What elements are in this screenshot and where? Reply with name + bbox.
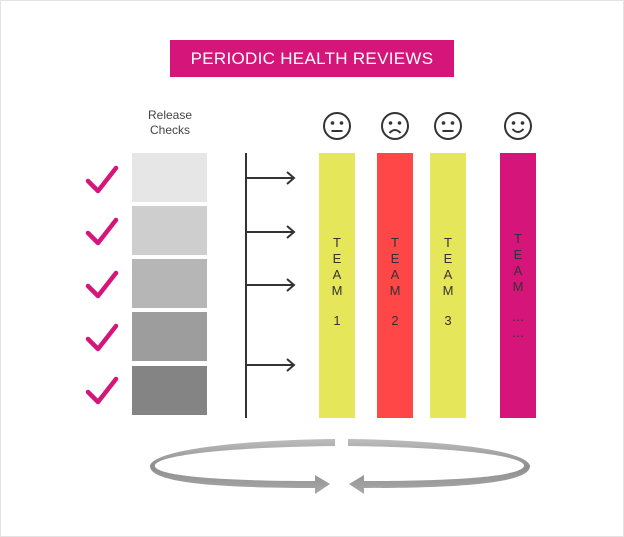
checkmark-icon [84,214,120,250]
team-label-letter: T [391,235,399,250]
team-label-letter: E [332,251,342,266]
arrow-right-icon [246,278,298,292]
release-check-block-1 [132,153,207,202]
release-check-block-5 [132,366,207,415]
neutral-face-icon [432,110,464,142]
team-label-gap [500,295,536,309]
team-label-letter: M [442,283,454,298]
release-check-block-3 [132,259,207,308]
page-title: PERIODIC HEALTH REVIEWS [170,40,454,77]
team-label-gap [377,299,413,313]
checkmark-icon [84,320,120,356]
release-check-block-4 [132,312,207,361]
happy-face-icon [502,110,534,142]
team-label-letter: A [332,267,342,282]
team-number: … [511,309,525,324]
team-label-letter: T [514,231,522,246]
team-label-letter: A [443,267,453,282]
team-label-letter: E [390,251,400,266]
checkmark-icon [84,267,120,303]
review-cycle-arrows [150,438,530,500]
team-label-letter: M [512,279,524,294]
team-number: 1 [333,313,341,328]
team-label-letter: T [444,235,452,250]
team-label-gap [430,299,466,313]
checkmark-icon [84,162,120,198]
neutral-face-icon [321,110,353,142]
team-label-letter: A [513,263,523,278]
team-number: 2 [391,313,399,328]
release-check-block-2 [132,206,207,255]
sad-face-icon [379,110,411,142]
checkmark-icon [84,373,120,409]
team-label-letter: M [331,283,343,298]
team-label-letter: E [513,247,523,262]
team-label-gap [319,299,355,313]
arrow-right-icon [246,225,298,239]
release-checks-caption: Release Checks [147,108,193,137]
team-number: … [511,325,525,340]
team-number: 3 [444,313,452,328]
team-label-letter: A [390,267,400,282]
team-label-letter: M [389,283,401,298]
team-label-letter: E [443,251,453,266]
arrow-right-icon [246,171,298,185]
team-label-letter: T [333,235,341,250]
arrow-right-icon [246,358,298,372]
